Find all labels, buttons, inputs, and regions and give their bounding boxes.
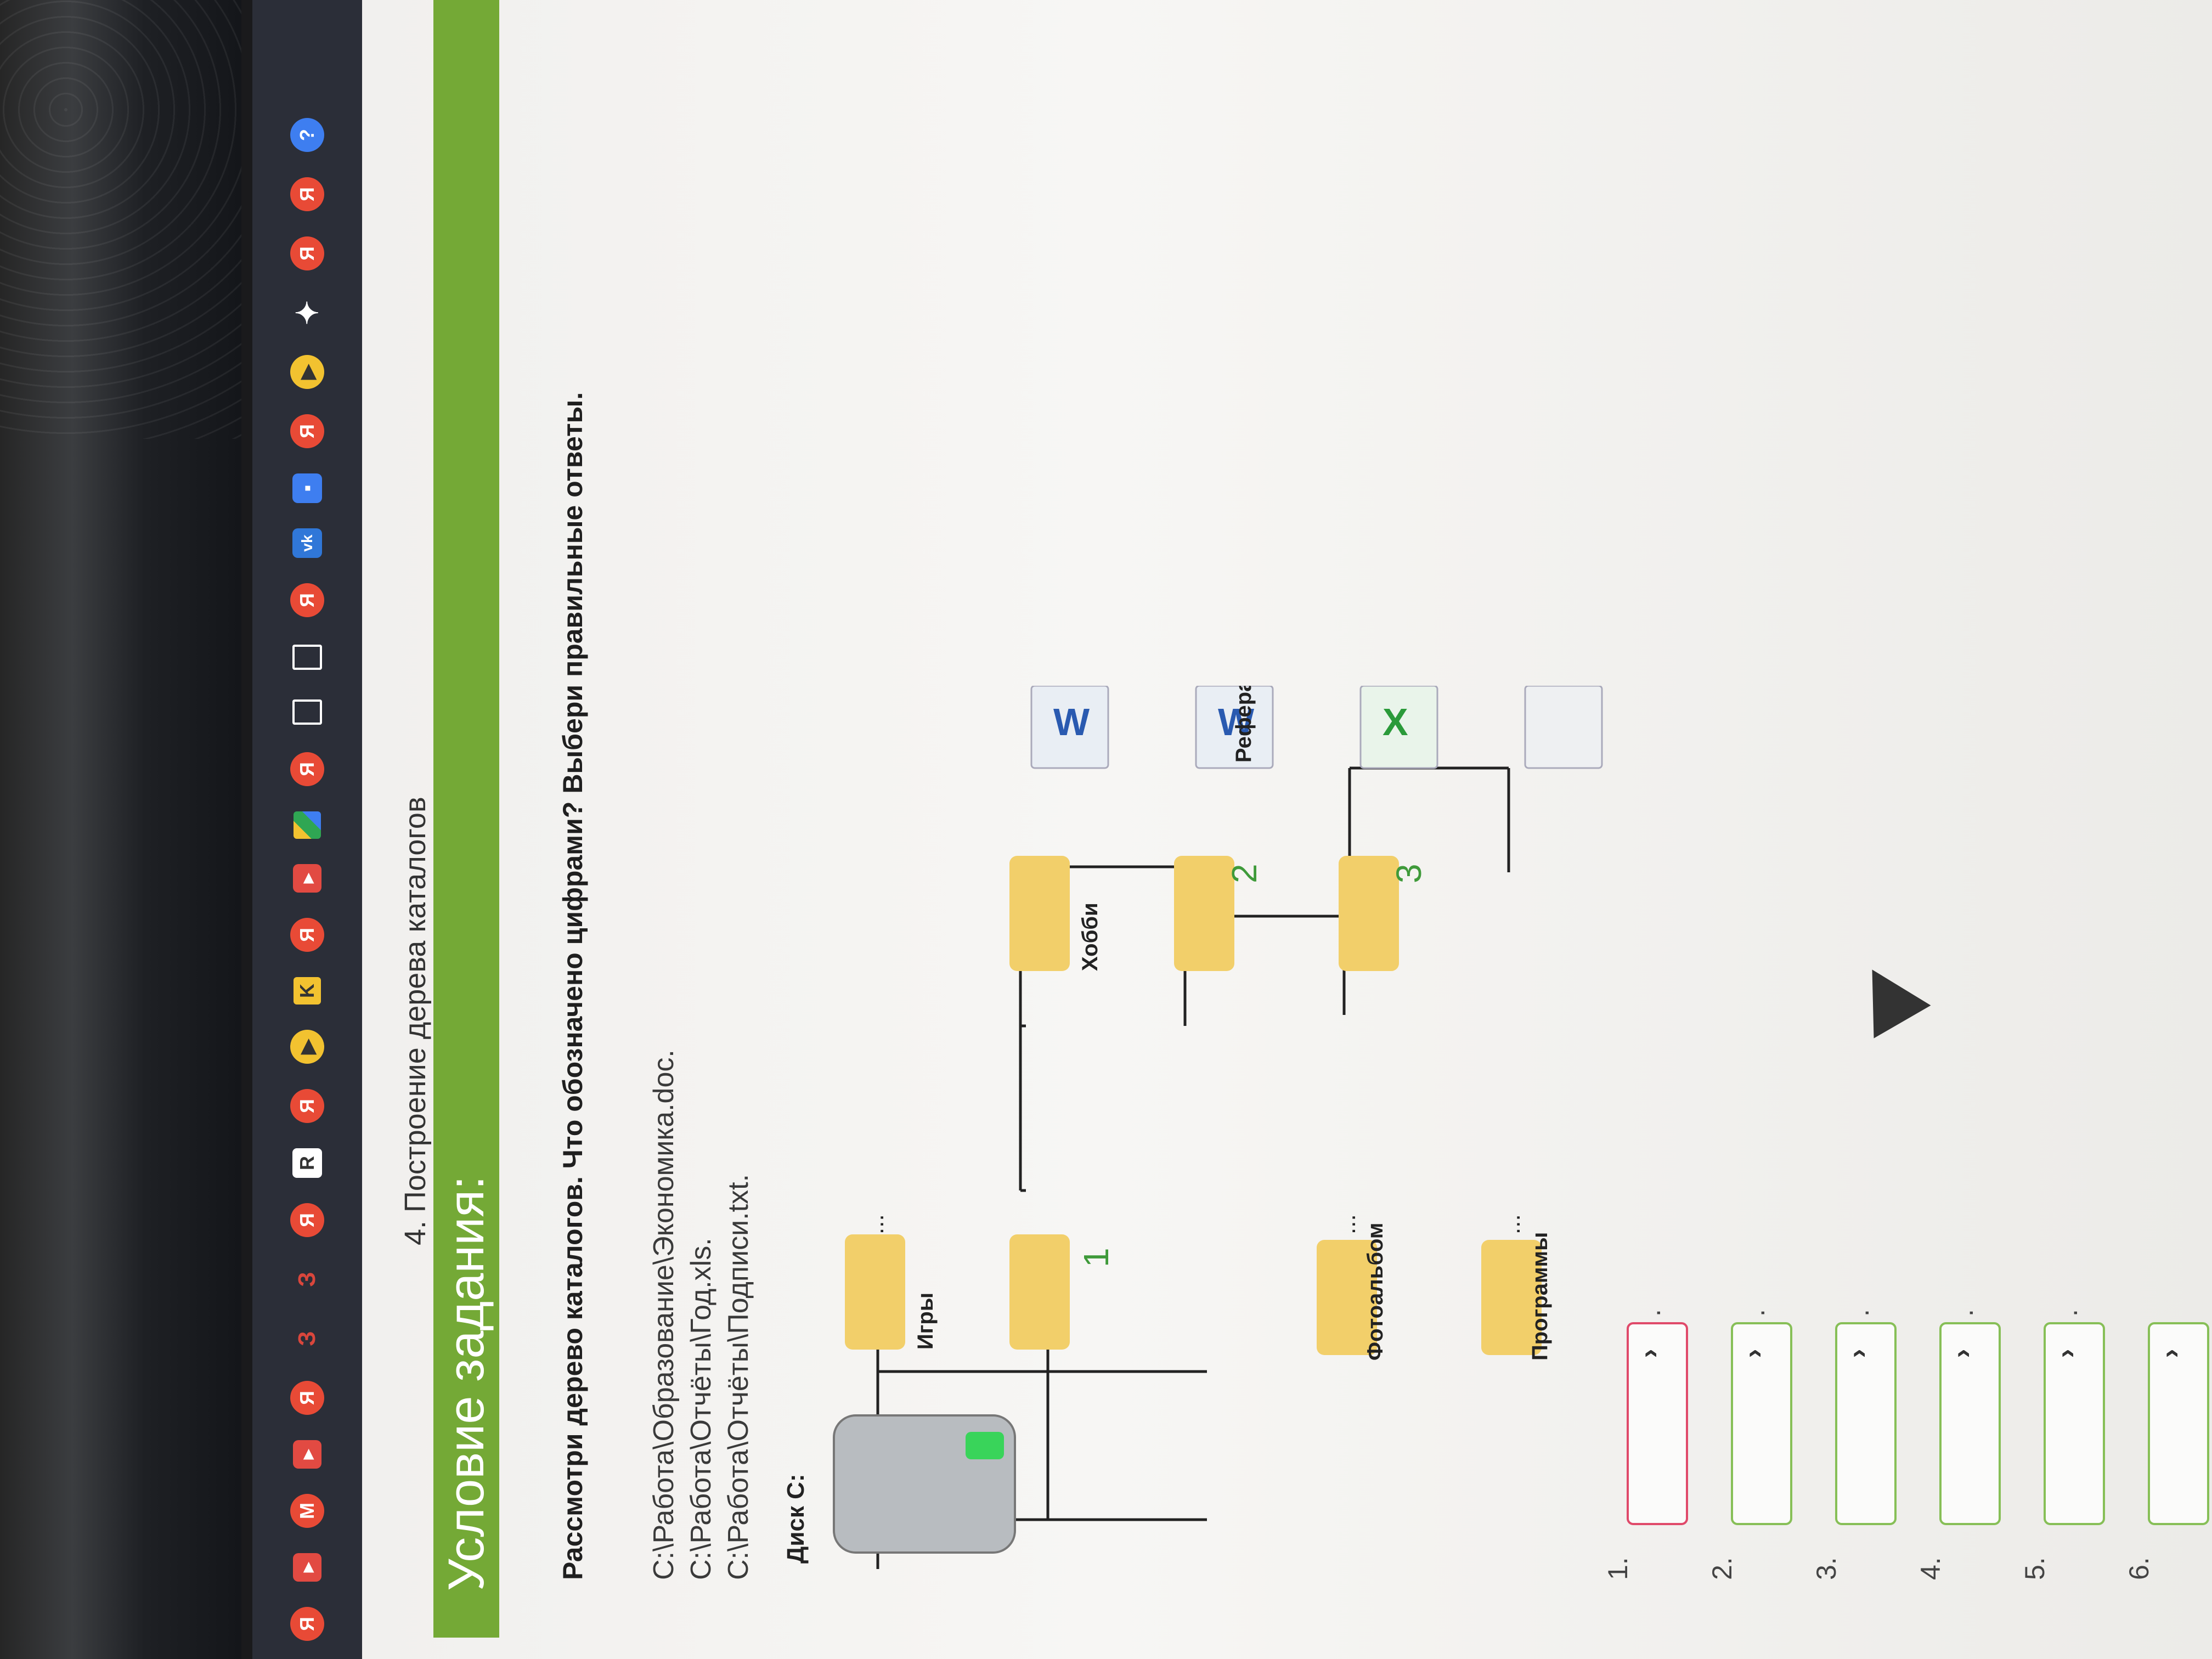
folder-icons xyxy=(845,856,1542,1355)
yandex-icon[interactable]: Я xyxy=(290,583,324,617)
folder-icon xyxy=(1317,1240,1377,1355)
folder-icon xyxy=(845,1234,905,1350)
star-icon[interactable]: ✦ xyxy=(291,300,324,325)
page-icon[interactable] xyxy=(292,645,322,670)
yandex-icon[interactable]: Я xyxy=(290,414,324,448)
task-banner xyxy=(433,0,499,1638)
svg-text:W: W xyxy=(1053,701,1090,743)
chevron-down-icon: › xyxy=(2154,1348,2186,1358)
file-label-referat: Реферат.doc xyxy=(1232,686,1256,763)
path-line: C:\Работа\Образование\Экономика.doc. xyxy=(648,1049,680,1580)
word-file-icon xyxy=(1195,686,1274,769)
task-banner-title: Условие задания: xyxy=(438,1176,494,1591)
answer-suffix: . xyxy=(1740,1309,1770,1317)
svg-text:X: X xyxy=(1383,701,1408,743)
folder-icon xyxy=(1481,1240,1542,1355)
yellow-play-icon[interactable]: ▶ xyxy=(290,355,324,389)
answer-select-5[interactable]: › xyxy=(2044,1322,2105,1525)
answer-select-6[interactable]: › xyxy=(2148,1322,2209,1525)
answer-select-2[interactable]: › xyxy=(1731,1322,1792,1525)
chevron-down-icon: › xyxy=(2050,1348,2081,1358)
page-icon[interactable] xyxy=(292,699,322,725)
answer-select-4[interactable]: › xyxy=(1939,1322,2001,1525)
path-line: C:\Работа\Отчёты\Подписи.txt. xyxy=(723,1174,754,1580)
chevron-down-icon: › xyxy=(1842,1348,1873,1358)
yellow-play-icon[interactable]: ▶ xyxy=(290,1030,324,1064)
task-page: 4. Построение дерева каталогов Условие з… xyxy=(362,0,2212,1659)
answer-number: 4. xyxy=(1915,1557,1946,1580)
mail-icon[interactable]: M xyxy=(290,1494,324,1528)
task-question: Рассмотри дерево каталогов. Что обозначе… xyxy=(557,392,588,1580)
answer-number: 1. xyxy=(1602,1557,1633,1580)
tree-number: 3 xyxy=(1389,864,1429,883)
folder-icon xyxy=(1009,856,1070,971)
gdrive-icon[interactable] xyxy=(294,811,321,839)
chevron-down-icon: › xyxy=(1946,1348,1977,1358)
answer-number: 5. xyxy=(2019,1557,2050,1580)
chevron-down-icon: › xyxy=(1633,1348,1664,1358)
ellipsis-label: ... xyxy=(1334,1214,1361,1234)
svg-text:W: W xyxy=(1218,701,1254,743)
desk-texture xyxy=(0,0,241,439)
answer-number: 2. xyxy=(1707,1557,1737,1580)
ellipsis-label: ... xyxy=(1498,1214,1525,1234)
video-icon[interactable]: ▸ xyxy=(293,1440,321,1469)
disk-led-icon xyxy=(966,1432,1004,1459)
yandex-icon[interactable]: Я xyxy=(290,1381,324,1415)
folder-icon xyxy=(1174,856,1234,971)
video-icon[interactable]: ▸ xyxy=(293,864,321,893)
answer-number: 6. xyxy=(2124,1557,2154,1580)
excel-file-icon xyxy=(1359,686,1438,769)
yandex-icon[interactable]: Я xyxy=(290,236,324,270)
text-file-icon xyxy=(1524,686,1603,769)
answer-suffix: . xyxy=(1948,1309,1979,1317)
zen-icon[interactable]: З xyxy=(294,1331,320,1346)
directory-tree-diagram: W W X Диск C: Игры Хобби Фотоальбом Прог… xyxy=(782,686,1603,1569)
folder-label-programs: Программы xyxy=(1528,1232,1552,1361)
zen-icon[interactable]: З xyxy=(294,1272,320,1287)
answer-select-1[interactable]: › xyxy=(1627,1322,1688,1525)
r-icon[interactable]: R xyxy=(292,1148,322,1178)
help-icon[interactable]: ? xyxy=(290,118,324,152)
yandex-icon[interactable]: Я xyxy=(290,918,324,952)
video-icon[interactable]: ▸ xyxy=(293,1553,321,1582)
tree-number: 1 xyxy=(1076,1248,1116,1267)
answer-select-3[interactable]: › xyxy=(1835,1322,1897,1525)
yandex-icon[interactable]: Я xyxy=(290,1203,324,1237)
ellipsis-label: ... xyxy=(862,1214,889,1234)
disk-label: Диск C: xyxy=(782,1474,809,1564)
answer-suffix: . xyxy=(1635,1309,1666,1317)
yandex-icon[interactable]: Я xyxy=(290,1607,324,1641)
folder-icon xyxy=(1009,1234,1070,1350)
folder-icon xyxy=(1339,856,1399,971)
bookmarks-bar: Я ▸ M ▸ Я З З Я R Я ▶ K Я ▸ Я Я vk ▪ Я ▶… xyxy=(252,0,362,1659)
answer-suffix: . xyxy=(2052,1309,2083,1317)
word-file-icon xyxy=(1030,686,1109,769)
task-breadcrumb: 4. Построение дерева каталогов xyxy=(399,797,432,1245)
yandex-icon[interactable]: Я xyxy=(290,1089,324,1123)
yandex-icon[interactable]: Я xyxy=(290,177,324,211)
folder-label-photo: Фотоальбом xyxy=(1363,1222,1387,1361)
folder-label-hobby: Хобби xyxy=(1078,902,1102,971)
answer-suffix: . xyxy=(1844,1309,1875,1317)
blue-app-icon[interactable]: ▪ xyxy=(292,473,322,503)
answer-number: 3. xyxy=(1811,1557,1842,1580)
folder-label-games: Игры xyxy=(913,1293,938,1350)
tree-number: 2 xyxy=(1224,864,1264,883)
vk-icon[interactable]: vk xyxy=(292,528,322,558)
chevron-down-icon: › xyxy=(1737,1348,1769,1358)
path-line: C:\Работа\Отчёты\Год.xls. xyxy=(685,1238,717,1580)
kinopoisk-icon[interactable]: K xyxy=(294,977,321,1005)
desk-background xyxy=(0,0,241,1659)
yandex-icon[interactable]: Я xyxy=(290,752,324,786)
